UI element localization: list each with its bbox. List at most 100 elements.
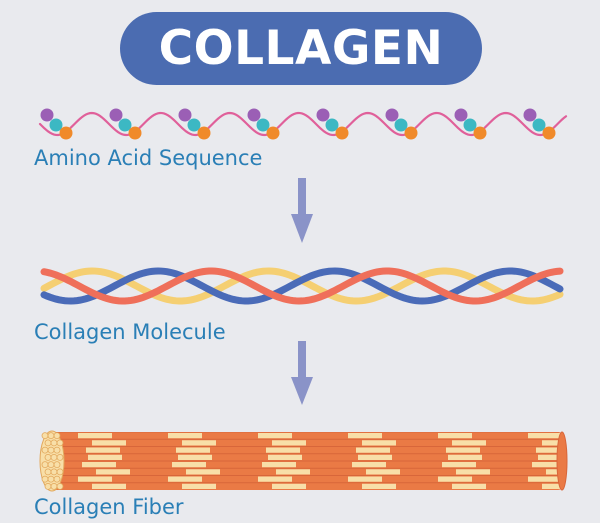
amino-acid-bead: [542, 126, 556, 140]
fibril-end: [41, 432, 49, 440]
fibril-end: [47, 432, 55, 440]
amino-acid-bead: [394, 118, 408, 132]
amino-acid-bead: [59, 126, 73, 140]
fiber-band: [528, 433, 562, 439]
fibril-end: [50, 453, 58, 461]
fiber-band: [168, 476, 202, 482]
amino-acid-bead: [118, 118, 132, 132]
amino-acid-bead: [109, 108, 123, 122]
fibril-end: [41, 475, 49, 483]
fiber-band: [362, 440, 396, 446]
fibril-end: [44, 482, 52, 490]
amino-acid-bead: [316, 108, 330, 122]
fiber-band: [182, 440, 216, 446]
fiber-band: [176, 447, 210, 453]
fiber-band: [276, 469, 310, 475]
fibril-end: [44, 453, 52, 461]
fiber-band: [352, 462, 386, 468]
fiber-band: [182, 483, 216, 489]
fibril-end: [47, 461, 55, 469]
amino-acid-bead: [266, 126, 280, 140]
fiber-band: [538, 454, 562, 460]
fibril-end: [56, 482, 64, 490]
fiber-band: [438, 476, 472, 482]
fiber-band: [452, 440, 486, 446]
fiber-band: [258, 476, 292, 482]
fiber-band: [86, 447, 120, 453]
helix-strand-blue: [40, 267, 564, 305]
fiber-band: [88, 454, 122, 460]
amino-acid-bead: [463, 118, 477, 132]
fiber-body: [52, 432, 562, 490]
amino-acid-bead: [473, 126, 487, 140]
amino-acid-bead: [523, 108, 537, 122]
fiber-band: [92, 440, 126, 446]
fiber-band: [542, 440, 562, 446]
collagen-triple-helix: [40, 267, 564, 305]
fibril-end: [53, 446, 61, 454]
fibril-end: [47, 446, 55, 454]
fibril-end: [56, 439, 64, 447]
amino-acid-bead: [325, 118, 339, 132]
amino-acid-bead: [187, 118, 201, 132]
label-collagen-molecule: Collagen Molecule: [34, 320, 226, 344]
fiber-band: [262, 462, 296, 468]
fiber-band: [442, 462, 476, 468]
fibril-end: [50, 468, 58, 476]
fiber-band: [446, 447, 480, 453]
fiber-band: [366, 469, 400, 475]
amino-acid-bead: [49, 118, 63, 132]
amino-acid-bead: [40, 108, 54, 122]
fibril-end: [41, 461, 49, 469]
fiber-band: [266, 447, 300, 453]
fibril-end: [53, 475, 61, 483]
fiber-band: [168, 433, 202, 439]
amino-acid-beads: [40, 108, 556, 140]
label-amino-acid-sequence: Amino Acid Sequence: [34, 146, 263, 170]
label-collagen-fiber: Collagen Fiber: [34, 495, 184, 519]
fibril-end: [56, 468, 64, 476]
fiber-band: [448, 454, 482, 460]
amino-acid-bead: [404, 126, 418, 140]
amino-acid-bead: [247, 108, 261, 122]
fibril-end: [53, 461, 61, 469]
fibril-end: [53, 432, 61, 440]
fiber-end-cross-section: [39, 430, 65, 492]
fiber-band: [272, 440, 306, 446]
fibril-end: [47, 475, 55, 483]
fiber-band: [78, 476, 112, 482]
helix-strand-red: [40, 267, 564, 305]
amino-acid-bead: [385, 108, 399, 122]
fiber-band: [528, 476, 562, 482]
collagen-fiber-bundle: [39, 430, 568, 492]
arrow-down-icon: [291, 178, 313, 243]
fiber-band: [456, 469, 490, 475]
amino-acid-bead: [335, 126, 349, 140]
arrow-down-icon: [291, 341, 313, 405]
fiber-band: [348, 476, 382, 482]
amino-acid-chain: [38, 108, 568, 140]
amino-acid-bead: [197, 126, 211, 140]
fiber-band: [178, 454, 212, 460]
fiber-band: [82, 462, 116, 468]
fiber-band: [358, 454, 392, 460]
fiber-band: [356, 447, 390, 453]
fiber-band: [546, 469, 562, 475]
amino-acid-bead: [178, 108, 192, 122]
fiber-band: [272, 483, 306, 489]
fibril-end: [44, 468, 52, 476]
amino-acid-bead: [128, 126, 142, 140]
fiber-band: [186, 469, 220, 475]
fiber-band: [536, 447, 562, 453]
fibril-end: [44, 439, 52, 447]
fibril-end: [56, 453, 64, 461]
fiber-band: [452, 483, 486, 489]
fiber-band: [96, 469, 130, 475]
page-title: COLLAGEN: [158, 21, 444, 76]
fiber-band: [78, 433, 112, 439]
fiber-right-end: [556, 431, 568, 491]
amino-acid-bead: [454, 108, 468, 122]
title-banner: COLLAGEN: [120, 12, 482, 85]
fiber-band: [92, 483, 126, 489]
